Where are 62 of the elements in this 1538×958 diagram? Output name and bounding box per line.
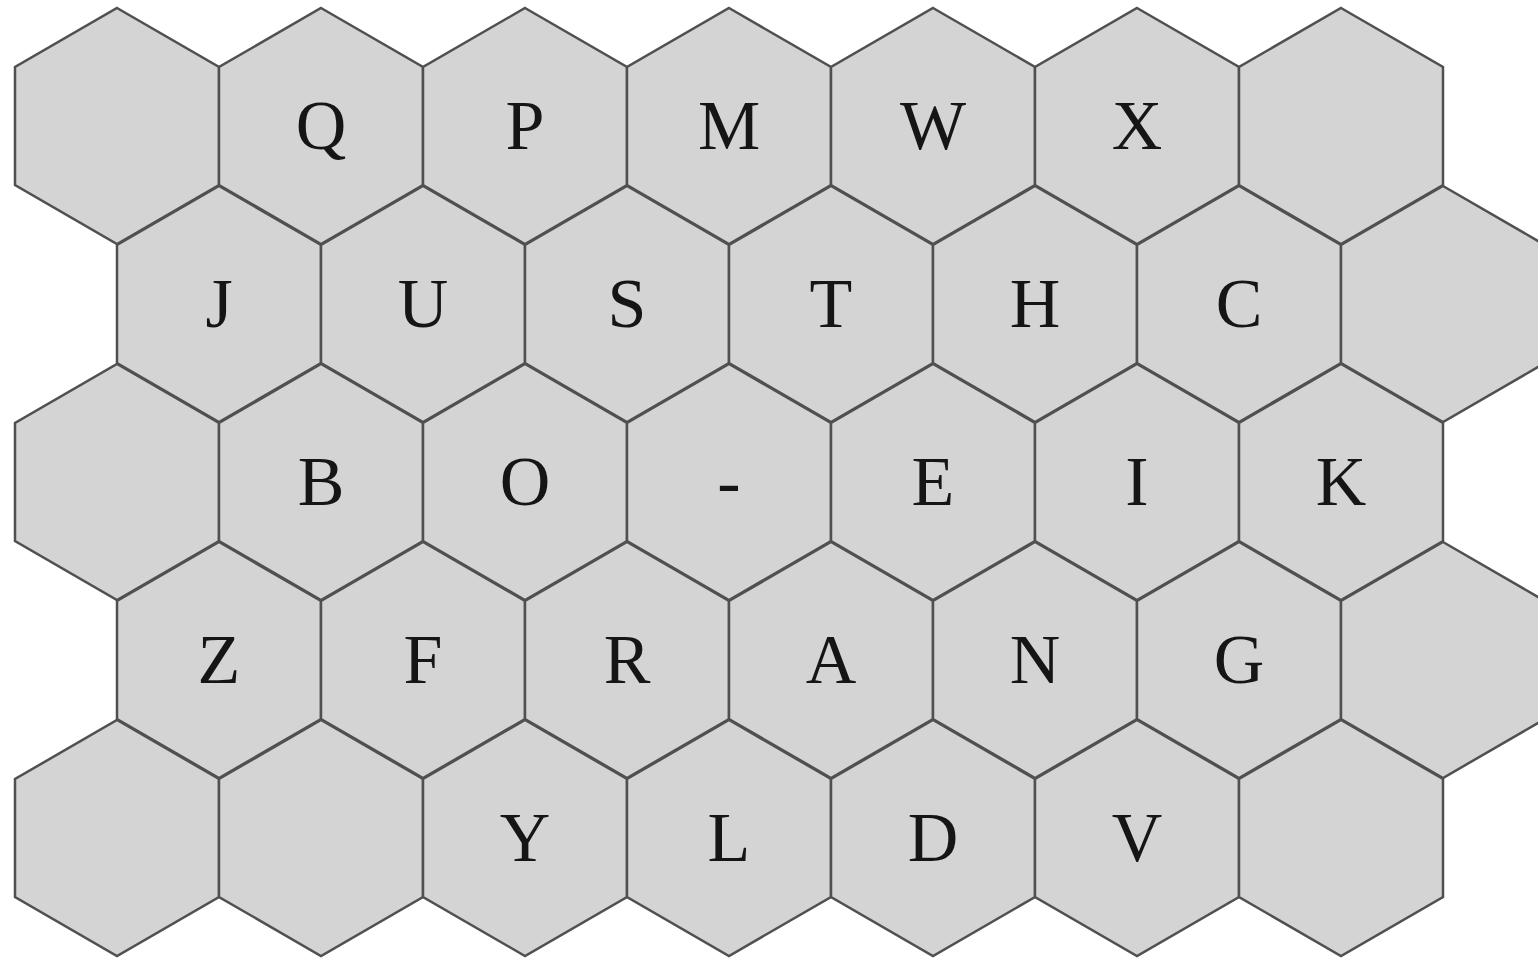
key-letter: E — [911, 447, 955, 517]
hexagon-tile — [1239, 364, 1443, 600]
key-letter: T — [809, 269, 853, 339]
key-letter: B — [297, 447, 345, 517]
key-letter: C — [1215, 269, 1263, 339]
key-letter: P — [505, 91, 545, 161]
hexagon-tile — [15, 364, 219, 600]
key-letter: H — [1009, 269, 1061, 339]
key-letter: Z — [197, 625, 241, 695]
key-letter: G — [1213, 625, 1265, 695]
hexagon-tile — [117, 186, 321, 422]
hexagon-tile — [729, 542, 933, 778]
hexagon-tile — [1239, 8, 1443, 244]
hexagon-tile — [627, 8, 831, 244]
key-letter: I — [1125, 447, 1149, 517]
key-letter: V — [1111, 803, 1163, 873]
key-letter: K — [1315, 447, 1367, 517]
hexagon-tile — [219, 720, 423, 956]
hexagon-tile — [1137, 186, 1341, 422]
hexagon-tile — [1035, 720, 1239, 956]
hexagon-tile — [15, 720, 219, 956]
key-letter: L — [707, 803, 751, 873]
hexagon-tile — [321, 542, 525, 778]
key-letter: X — [1111, 91, 1163, 161]
hexagon-tile — [627, 720, 831, 956]
key-letter: Q — [295, 91, 347, 161]
key-letter: A — [805, 625, 857, 695]
key-letter: N — [1009, 625, 1061, 695]
key-letter: R — [603, 625, 651, 695]
hexagon-tile — [1341, 542, 1538, 778]
key-letter: W — [899, 91, 967, 161]
hexagon-tile — [15, 8, 219, 244]
key-letter: U — [397, 269, 449, 339]
key-letter: F — [403, 625, 443, 695]
hexagon-tile — [933, 542, 1137, 778]
hexagon-tile — [831, 720, 1035, 956]
hexagon-tile — [525, 542, 729, 778]
hexagon-tile — [831, 8, 1035, 244]
hexagon-tile — [219, 8, 423, 244]
key-letter: - — [717, 447, 741, 517]
hexagon-tile — [933, 186, 1137, 422]
hexagon-tile — [1035, 8, 1239, 244]
hexagon-tile — [423, 364, 627, 600]
key-letter: S — [607, 269, 647, 339]
hexagon-tile — [729, 186, 933, 422]
key-letter: M — [697, 91, 761, 161]
hexagon-tile — [423, 8, 627, 244]
hexagon-tile — [525, 186, 729, 422]
hexagon-tile — [1341, 186, 1538, 422]
hexagon-tile — [1137, 542, 1341, 778]
hexagon-tile — [219, 364, 423, 600]
hexagon-tile — [117, 542, 321, 778]
key-letter: D — [907, 803, 959, 873]
key-letter: O — [499, 447, 551, 517]
hexagon-tile — [1035, 364, 1239, 600]
hexagon-tile — [1239, 720, 1443, 956]
hexagon-tile — [831, 364, 1035, 600]
key-letter: J — [205, 269, 233, 339]
hexagon-tile — [321, 186, 525, 422]
hexagon-tile — [423, 720, 627, 956]
key-letter: Y — [499, 803, 551, 873]
hexagon-tile — [627, 364, 831, 600]
